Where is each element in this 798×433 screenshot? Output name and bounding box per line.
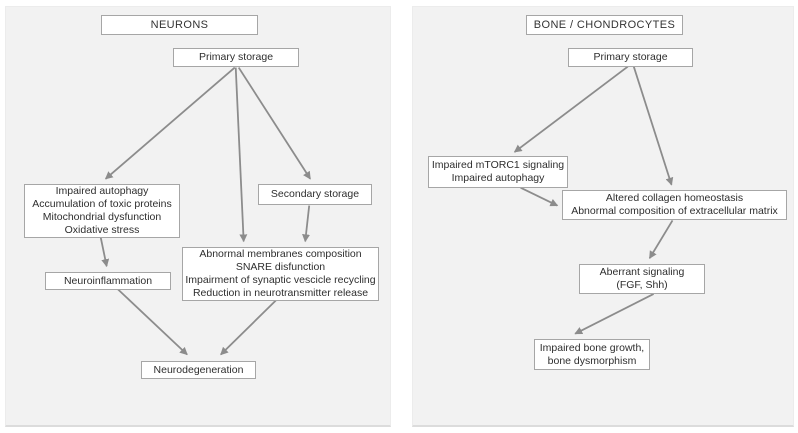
node-aberrant-signaling: Aberrant signaling (FGF, Shh) (579, 264, 705, 294)
edge-primary-storage-to-impaired-autophagy (104, 66, 236, 180)
node-label: Reduction in neurotransmitter release (192, 287, 369, 299)
node-neuroinflammation: Neuroinflammation (45, 272, 171, 290)
node-impaired-mtorc1: Impaired mTORC1 signaling Impaired autop… (428, 156, 568, 188)
node-impaired-bone-growth: Impaired bone growth, bone dysmorphism (534, 339, 650, 370)
panel-title-bone-chondrocytes: BONE / CHONDROCYTES (526, 15, 683, 35)
node-label: Neurodegeneration (153, 363, 244, 376)
node-primary-storage: Primary storage (568, 48, 693, 67)
edge-aberrant-signaling-to-impaired-bone-growth (574, 293, 655, 335)
edge-neuroinflammation-to-neurodegeneration (116, 288, 188, 356)
node-label: Altered collagen homeostasis (605, 192, 744, 204)
node-label: bone dysmorphism (547, 354, 637, 367)
panel-neurons: NEURONS Primary storage Impaired autopha… (5, 6, 391, 427)
node-primary-storage: Primary storage (173, 48, 299, 67)
node-label: Aberrant signaling (599, 266, 685, 278)
panel-title-label: BONE / CHONDROCYTES (533, 18, 676, 31)
node-label: (FGF, Shh) (616, 279, 668, 291)
node-label: Abnormal membranes composition (199, 248, 362, 260)
node-secondary-storage: Secondary storage (258, 184, 372, 205)
node-label: Primary storage (198, 51, 274, 63)
node-label: SNARE disfunction (235, 261, 326, 273)
panel-title-label: NEURONS (150, 18, 209, 31)
node-label: Oxidative stress (64, 224, 140, 236)
edge-impaired-autophagy-to-neuroinflammation (99, 237, 110, 268)
node-impaired-autophagy: Impaired autophagy Accumulation of toxic… (24, 184, 180, 238)
node-label: Impaired bone growth, (539, 341, 645, 354)
node-label: Impairment of synaptic vescicle recyclin… (185, 274, 376, 286)
edge-primary-storage-to-impaired-mtorc1 (513, 65, 629, 153)
node-label: Neuroinflammation (63, 274, 153, 287)
edge-secondary-storage-to-abnormal-membranes (302, 205, 311, 243)
panel-title-neurons: NEURONS (101, 15, 258, 35)
node-label: Accumulation of toxic proteins (32, 198, 172, 210)
node-label: Abnormal composition of extracellular ma… (571, 205, 778, 217)
node-label: Impaired autophagy (55, 185, 149, 197)
edge-impaired-mtorc1-to-altered-collagen (520, 186, 559, 207)
node-label: Mitochondrial dysfunction (42, 211, 162, 223)
edge-primary-storage-to-abnormal-membranes (234, 67, 248, 243)
edge-primary-storage-to-secondary-storage (237, 67, 311, 180)
edge-abnormal-membranes-to-neurodegeneration (220, 299, 278, 356)
node-label: Impaired mTORC1 signaling (431, 159, 565, 171)
edge-altered-collagen-to-aberrant-signaling (648, 220, 674, 260)
node-label: Impaired autophagy (451, 172, 545, 184)
panel-bone-chondrocytes: BONE / CHONDROCYTES Primary storage Impa… (412, 6, 794, 427)
edge-primary-storage-to-altered-collagen (632, 66, 674, 186)
node-label: Secondary storage (270, 188, 360, 200)
node-altered-collagen: Altered collagen homeostasis Abnormal co… (562, 190, 787, 220)
node-neurodegeneration: Neurodegeneration (141, 361, 256, 379)
node-abnormal-membranes: Abnormal membranes composition SNARE dis… (182, 247, 379, 301)
node-label: Primary storage (593, 51, 668, 63)
